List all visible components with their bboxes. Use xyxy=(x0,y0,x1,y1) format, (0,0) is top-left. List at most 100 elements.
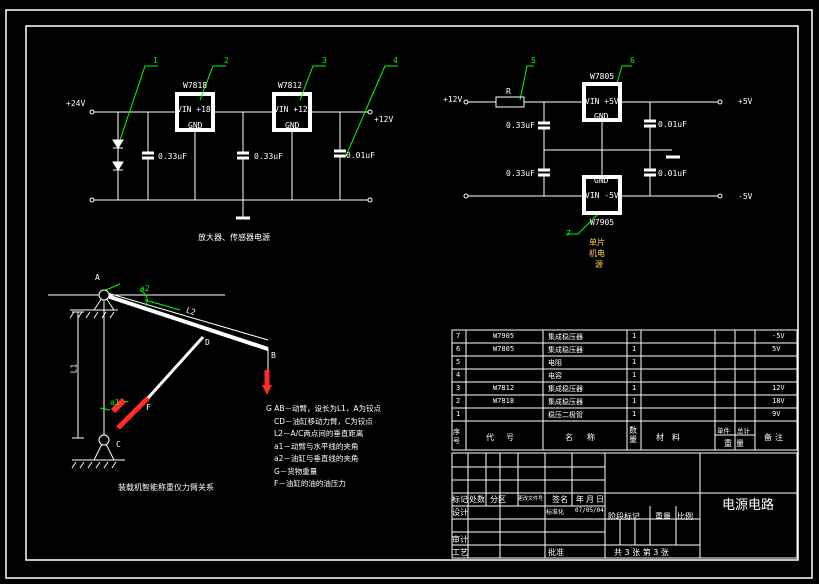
cap1-value: 0.33uF xyxy=(158,152,187,161)
cell-no: 1 xyxy=(456,410,461,418)
cell-note: -5V xyxy=(772,332,785,340)
header-name: 名称 xyxy=(565,433,609,442)
cell-qty: 1 xyxy=(632,345,637,353)
mechanism-legend: G AB－动臂，设长为L1，A为铰点 CD－油缸移动力臂，C为铰点 L2－A/C… xyxy=(266,403,381,491)
out-pos-label: +5V xyxy=(738,97,753,106)
legend-line: a1－动臂与水平线的夹角 xyxy=(274,441,359,451)
legend-line: G－货物重量 xyxy=(274,466,318,476)
legend-line: G AB－动臂，设长为L1，A为铰点 xyxy=(266,404,382,413)
ic-top-vin: VIN +5V xyxy=(585,97,619,106)
tb-weight: 重量 xyxy=(655,512,671,521)
cell-no: 3 xyxy=(456,384,461,392)
header-no: 序号 xyxy=(453,428,460,445)
cell-name: 集成稳压器 xyxy=(548,385,583,393)
cell-name: 集成稳压器 xyxy=(548,333,583,341)
tb-review: 审计 xyxy=(452,535,468,544)
balloon-3: 3 xyxy=(322,56,327,65)
cap-tl-value: 0.33uF xyxy=(506,121,535,130)
drawing-title: 电源电路 xyxy=(722,498,775,513)
ic1-gnd: GND xyxy=(188,121,203,130)
tb-zone: 分区 xyxy=(490,495,506,504)
mechanism-caption: 装载机智能称重仪力臂关系 xyxy=(118,483,214,492)
cell-note: 9V xyxy=(772,410,781,418)
cap2-value: 0.33uF xyxy=(254,152,283,161)
point-f-label: F xyxy=(146,403,151,412)
ic1-name: W7818 xyxy=(183,81,208,90)
balloon-1: 1 xyxy=(153,56,158,65)
cell-name: 电容 xyxy=(548,372,562,380)
cell-code: W7818 xyxy=(493,397,515,405)
legend-line: CD－油缸移动力臂，C为铰点 xyxy=(274,416,373,426)
circuit-left xyxy=(89,109,373,220)
cylinder-red xyxy=(116,396,150,430)
outer-frame xyxy=(5,9,813,579)
inner-frame xyxy=(25,25,799,561)
balloon-leaders-left xyxy=(119,65,632,235)
tb-design: 设计 xyxy=(452,508,468,517)
title-block xyxy=(451,452,798,559)
mcu-caption-line-1: 单片 xyxy=(589,238,605,247)
cell-name: 集成稳压器 xyxy=(548,398,583,406)
point-d-label: D xyxy=(205,338,210,347)
left-circuit-caption: 放大器、传感器电源 xyxy=(198,233,270,242)
angle-a2-label: a2 xyxy=(140,284,150,293)
dim-l2-label: L2 xyxy=(184,305,197,318)
tb-change-doc: 更改文件号 xyxy=(518,496,544,502)
tb-scale: 比例 xyxy=(677,512,693,521)
header-note: 备注 xyxy=(764,433,786,442)
cap3-value: 0.01uF xyxy=(346,151,375,160)
mcu-caption-line-2: 机电 xyxy=(589,249,605,258)
tb-approve: 批准 xyxy=(548,548,564,557)
cell-qty: 1 xyxy=(632,358,637,366)
tb-date-header: 年月日 xyxy=(576,495,606,504)
input-12v-label: +12V xyxy=(443,95,463,104)
ic2-name: W7812 xyxy=(278,81,303,90)
ic-bottom-vin: VIN -5V xyxy=(585,191,619,200)
out-neg-label: -5V xyxy=(738,192,753,201)
header-code: 代号 xyxy=(486,433,526,442)
cell-code: W7905 xyxy=(493,332,515,340)
cap-tr-value: 0.01uF xyxy=(658,120,687,129)
angle-a1-label: a1 xyxy=(110,398,120,407)
tb-date: 07/05/04 xyxy=(575,507,604,514)
cell-name: 集成稳压器 xyxy=(548,346,583,354)
tb-stage: 阶段标记 xyxy=(608,512,640,521)
mcu-power-caption: 单片 机电 源 xyxy=(589,237,605,270)
balloon-4: 4 xyxy=(393,56,398,65)
ic-bottom-name: W7905 xyxy=(590,218,615,227)
balloon-7: 7 xyxy=(566,229,571,238)
ic-top-name: W7805 xyxy=(590,72,615,81)
cell-no: 2 xyxy=(456,397,461,405)
balloon-6: 6 xyxy=(630,56,635,65)
tb-count: 处数 xyxy=(469,495,485,504)
parts-table xyxy=(451,329,798,451)
tb-process: 工艺 xyxy=(452,548,468,557)
balloon-5: 5 xyxy=(531,56,536,65)
cell-code: W7812 xyxy=(493,384,515,392)
cell-code: W7805 xyxy=(493,345,515,353)
ic-top-gnd: GND xyxy=(594,112,609,121)
ic-bottom-gnd: GND xyxy=(594,176,609,185)
output-12v-label: +12V xyxy=(374,115,394,124)
point-a-label: A xyxy=(95,273,100,282)
point-b-label: B xyxy=(271,351,276,360)
cell-qty: 1 xyxy=(632,397,637,405)
balloon-2: 2 xyxy=(224,56,229,65)
cell-note: 18V xyxy=(772,397,785,405)
cell-no: 6 xyxy=(456,345,461,353)
cell-qty: 1 xyxy=(632,332,637,340)
legend-line: L2－A/C两点间的垂直距离 xyxy=(274,429,364,438)
tb-sign: 签名 xyxy=(552,495,568,504)
cell-note: 5V xyxy=(772,345,781,353)
cell-qty: 1 xyxy=(632,384,637,392)
ic1-vin: VIN +18V xyxy=(177,105,216,114)
cell-qty: 1 xyxy=(632,371,637,379)
cell-note: 12V xyxy=(772,384,785,392)
resistor-label: R xyxy=(506,87,511,96)
cell-no: 4 xyxy=(456,371,461,379)
header-single: 单件 xyxy=(717,427,730,435)
header-qty: 数量 xyxy=(629,426,637,444)
cell-qty: 1 xyxy=(632,410,637,418)
